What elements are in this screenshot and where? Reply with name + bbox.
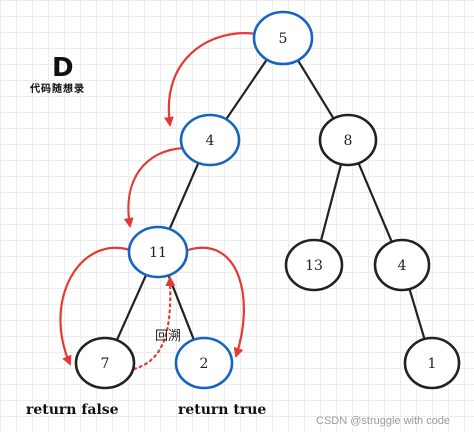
node-circle <box>252 10 314 66</box>
tree-node-n5: 5 <box>252 10 314 66</box>
tree-node-n1: 1 <box>403 336 461 390</box>
traversal-arrows <box>59 32 257 371</box>
arrow-7-to-11-backtrack <box>132 276 176 371</box>
node-label: 8 <box>344 133 353 149</box>
arrow-11-to-2 <box>187 246 245 358</box>
node-circle <box>74 336 136 390</box>
arrow-5-to-4 <box>163 32 257 127</box>
tree-edge-n8-n13 <box>319 162 343 243</box>
tree-edge-n4a-n11 <box>167 161 201 231</box>
tree-node-n7: 7 <box>74 336 136 390</box>
tree-edge-n4b-n1 <box>408 287 426 341</box>
tree-node-n13: 13 <box>284 238 344 292</box>
node-circle <box>403 336 461 390</box>
node-circle <box>318 113 378 167</box>
arrow-4-to-11 <box>123 146 185 228</box>
return-true-label: return true <box>178 402 266 418</box>
node-label: 4 <box>398 258 407 274</box>
node-circle <box>373 238 431 292</box>
node-circle <box>179 113 241 167</box>
tree-node-n4a: 4 <box>179 113 241 167</box>
backtrack-label: 回溯 <box>155 328 181 344</box>
node-label: 13 <box>305 258 323 274</box>
node-label: 4 <box>206 133 215 149</box>
node-label: 11 <box>149 245 167 261</box>
tree-edge-n5-n4a <box>224 57 269 122</box>
tree-node-n8: 8 <box>318 113 378 167</box>
logo-text: 代码随想录 <box>29 82 85 95</box>
tree-edges <box>115 57 426 343</box>
tree-edge-n11-n7 <box>115 272 148 343</box>
tree-node-n2: 2 <box>174 336 234 390</box>
csdn-watermark: CSDN @struggle with code <box>316 415 450 427</box>
node-circle <box>127 225 189 279</box>
logo-mark: D <box>52 53 74 83</box>
node-label: 1 <box>428 356 437 372</box>
arrow-11-to-7 <box>59 246 131 366</box>
tree-node-n11: 11 <box>127 225 189 279</box>
node-label: 2 <box>200 356 209 372</box>
tree-edge-n8-n4b <box>356 161 394 244</box>
return-false-label: return false <box>26 402 119 418</box>
node-circle <box>284 238 344 292</box>
node-circle <box>174 336 234 390</box>
tree-nodes: 5 4 8 11 13 4 7 2 1 <box>74 10 461 390</box>
tree-node-n4b: 4 <box>373 238 431 292</box>
node-label: 5 <box>279 31 288 47</box>
node-label: 7 <box>101 356 110 372</box>
logo: D 代码随想录 <box>29 53 85 95</box>
tree-edge-n5-n8 <box>296 58 336 121</box>
